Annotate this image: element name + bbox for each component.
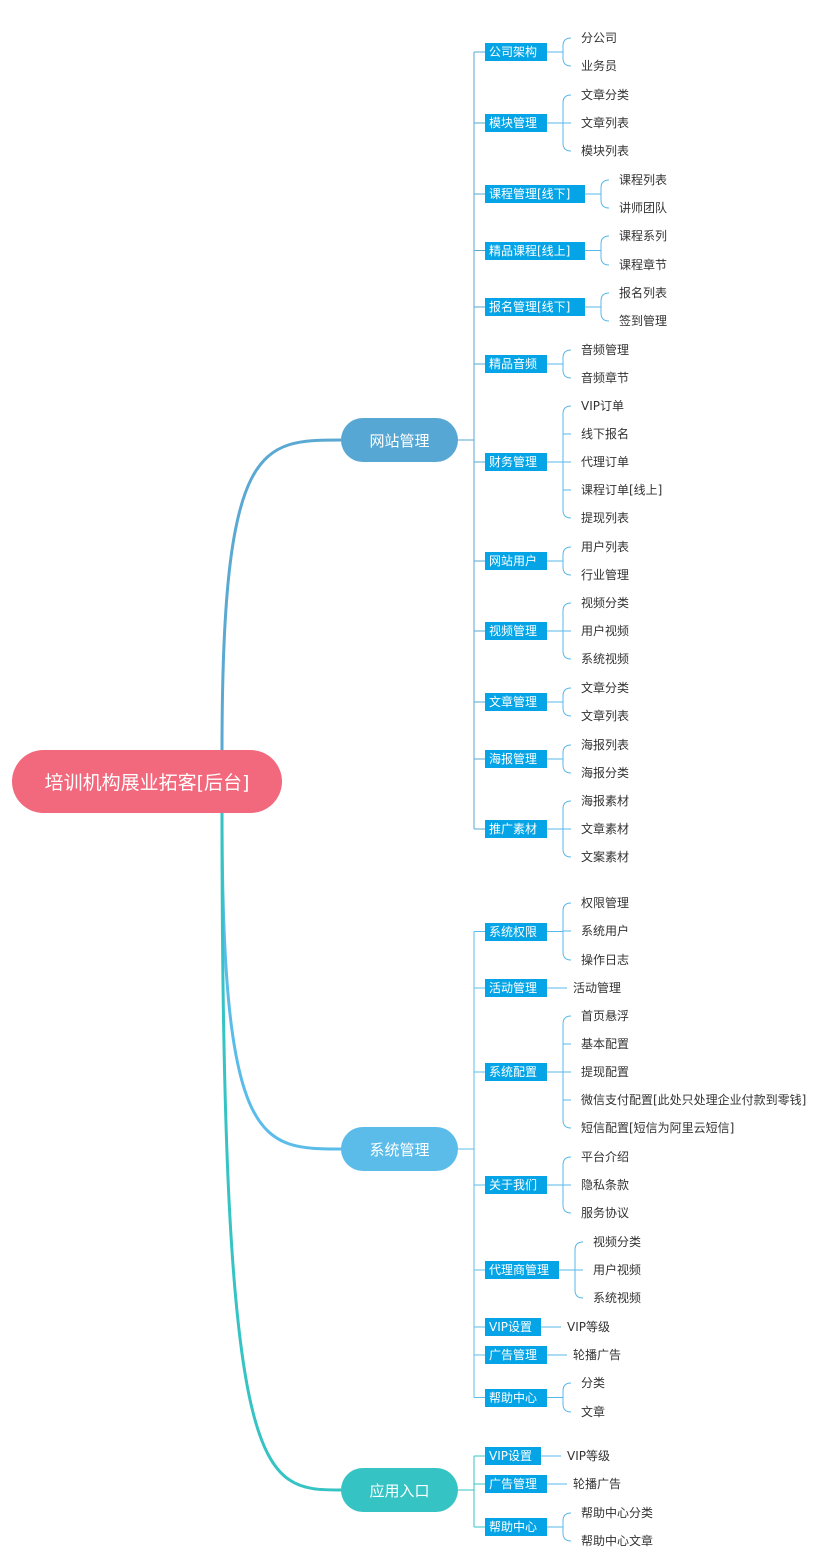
leaf-node[interactable]: 海报列表 [581, 738, 630, 752]
leaf-node[interactable]: 操作日志 [581, 953, 630, 967]
sub-node[interactable]: 精品课程[线上] [485, 241, 585, 260]
sub-node[interactable]: 财务管理 [485, 453, 547, 471]
branch-node[interactable]: 网站管理 [341, 418, 458, 462]
leaf-node[interactable]: 代理订单 [581, 455, 630, 469]
leaf-node[interactable]: 音频管理 [581, 343, 630, 357]
leaf-node[interactable]: 分公司 [581, 31, 618, 45]
sub-node[interactable]: 关于我们 [485, 1176, 547, 1194]
sub-node[interactable]: 文章管理 [485, 693, 547, 711]
sub-node[interactable]: 系统权限 [485, 922, 547, 941]
leaf-node[interactable]: VIP订单 [581, 399, 624, 413]
sub-node[interactable]: 课程管理[线下] [485, 185, 585, 203]
root-node[interactable]: 培训机构展业拓客[后台] [12, 750, 282, 813]
leaf-node[interactable]: 系统用户 [581, 924, 630, 938]
sub-node[interactable]: 公司架构 [485, 43, 547, 61]
leaf-node[interactable]: 提现列表 [581, 511, 630, 525]
sub-node[interactable]: VIP设置 [485, 1318, 541, 1336]
sub-node[interactable]: 视频管理 [485, 622, 547, 640]
branch-node[interactable]: 应用入口 [341, 1468, 458, 1512]
leaf-node[interactable]: 基本配置 [581, 1037, 630, 1051]
leaf-node[interactable]: 线下报名 [581, 427, 630, 441]
leaf-node[interactable]: 文章分类 [581, 681, 630, 695]
leaf-node[interactable]: 分类 [581, 1376, 606, 1390]
leaf-node[interactable]: 文章素材 [581, 822, 630, 836]
leaf-node[interactable]: 音频章节 [581, 371, 630, 385]
leaf-node[interactable]: 视频分类 [593, 1235, 642, 1249]
leaf-node[interactable]: 系统视频 [593, 1291, 642, 1305]
leaf-node[interactable]: 文章列表 [581, 116, 630, 130]
sub-node[interactable]: 广告管理 [485, 1346, 547, 1364]
leaf-node[interactable]: 帮助中心分类 [581, 1506, 654, 1520]
leaf-node[interactable]: 系统视频 [581, 652, 630, 666]
leaf-node[interactable]: 服务协议 [581, 1206, 630, 1220]
sub-node[interactable]: 推广素材 [485, 820, 547, 838]
leaf-node[interactable]: 文章分类 [581, 88, 630, 102]
sub-node[interactable]: 活动管理 [485, 979, 547, 997]
leaf-node[interactable]: 平台介绍 [581, 1150, 630, 1164]
sub-node[interactable]: 海报管理 [485, 750, 547, 768]
leaf-node[interactable]: 隐私条款 [581, 1178, 630, 1192]
leaf-node[interactable]: 短信配置[短信为阿里云短信] [581, 1121, 735, 1135]
leaf-node[interactable]: 文章列表 [581, 709, 630, 723]
sub-node[interactable]: VIP设置 [485, 1447, 541, 1465]
sub-node[interactable]: 帮助中心 [485, 1388, 547, 1407]
leaf-node[interactable]: 签到管理 [619, 314, 668, 328]
leaf-node[interactable]: 课程章节 [619, 258, 668, 272]
leaf-node[interactable]: 轮播广告 [573, 1477, 622, 1491]
leaf-node[interactable]: 用户视频 [581, 624, 630, 638]
leaf-node[interactable]: 业务员 [581, 59, 618, 73]
branch-node[interactable]: 系统管理 [341, 1127, 458, 1171]
sub-node[interactable]: 精品音频 [485, 355, 547, 373]
sub-node[interactable]: 网站用户 [485, 552, 547, 570]
leaf-node[interactable]: 用户视频 [593, 1263, 642, 1277]
leaf-node[interactable]: 活动管理 [573, 981, 622, 995]
leaf-node[interactable]: 行业管理 [581, 568, 630, 582]
leaf-node[interactable]: 提现配置 [581, 1065, 630, 1079]
leaf-node[interactable]: 课程系列 [619, 229, 668, 243]
leaf-node[interactable]: 模块列表 [581, 144, 630, 158]
leaf-node[interactable]: 课程列表 [619, 173, 668, 187]
sub-node[interactable]: 帮助中心 [485, 1518, 547, 1536]
leaf-node[interactable]: 权限管理 [581, 896, 630, 910]
sub-node[interactable]: 系统配置 [485, 1063, 547, 1081]
leaf-node[interactable]: VIP等级 [567, 1449, 610, 1463]
leaf-node[interactable]: 轮播广告 [573, 1348, 622, 1362]
leaf-node[interactable]: 用户列表 [581, 540, 630, 554]
leaf-node[interactable]: VIP等级 [567, 1320, 610, 1334]
leaf-node[interactable]: 海报分类 [581, 766, 630, 780]
leaf-node[interactable]: 帮助中心文章 [581, 1534, 654, 1548]
sub-node[interactable]: 模块管理 [485, 114, 547, 132]
sub-node[interactable]: 广告管理 [485, 1475, 547, 1493]
leaf-node[interactable]: 文章 [581, 1405, 606, 1419]
leaf-node[interactable]: 首页悬浮 [581, 1009, 630, 1023]
leaf-node[interactable]: 视频分类 [581, 596, 630, 610]
leaf-node[interactable]: 课程订单[线上] [581, 483, 663, 497]
leaf-node[interactable]: 讲师团队 [619, 201, 668, 215]
leaf-node[interactable]: 文案素材 [581, 850, 630, 864]
leaf-node[interactable]: 海报素材 [581, 794, 630, 808]
sub-node[interactable]: 报名管理[线下] [485, 298, 585, 316]
sub-node[interactable]: 代理商管理 [485, 1261, 559, 1279]
leaf-node[interactable]: 微信支付配置[此处只处理企业付款到零钱] [581, 1093, 807, 1107]
leaf-node[interactable]: 报名列表 [619, 286, 668, 300]
